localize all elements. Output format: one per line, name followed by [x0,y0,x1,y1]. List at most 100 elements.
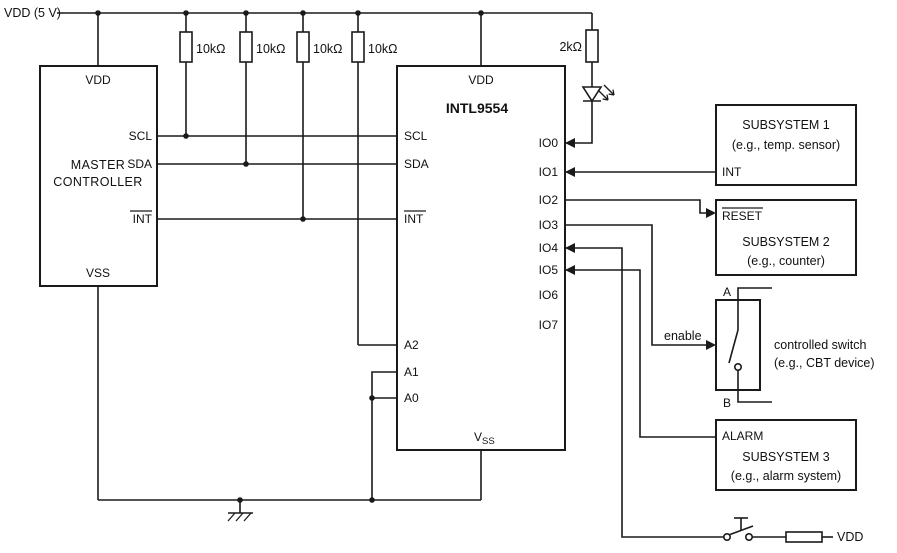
expander-pin-sda: SDA [404,157,429,171]
master-pin-sda: SDA [127,157,152,171]
io0-wire [565,101,593,144]
master-name-line1: MASTER [71,158,126,172]
io4-arrowhead [565,243,575,253]
expander-pin-a2: A2 [404,338,419,352]
expander-pin-io0: IO0 [539,136,559,150]
a1-ground-wire [371,371,397,500]
master-pin-vdd: VDD [85,73,111,87]
subsystem3-desc: (e.g., alarm system) [731,469,841,483]
expander-pin-io1: IO1 [539,165,559,179]
io0-arrowhead [565,138,575,148]
resistor-r1 [179,31,193,63]
expander-pin-scl: SCL [404,129,428,143]
switch-terminal-b-label: B [723,396,731,410]
button-blade [729,525,754,536]
resistor-r4 [351,31,365,63]
controlled-switch-desc: (e.g., CBT device) [774,356,875,370]
switch-contact [733,362,742,371]
expander-pin-a0: A0 [404,391,419,405]
expander-pin-io5: IO5 [539,263,559,277]
pullup-resistor-r2: 10kΩ [239,13,286,167]
subsystem2-name: SUBSYSTEM 2 [742,235,830,249]
expander-pin-vdd: VDD [468,73,494,87]
controlled-switch-name: controlled switch [774,338,866,352]
ground-symbol-hatch [235,512,244,522]
io4-wire [565,247,724,538]
led-emission-arrow-2-head [612,89,615,96]
subsystem3-name: SUBSYSTEM 3 [742,450,830,464]
io-expander-box [396,65,566,451]
junction-dot [300,216,306,222]
vdd-rail-label: VDD (5 V) [4,6,61,20]
reset-arrowhead [706,208,716,218]
resistor-r3 [296,31,310,63]
button-vdd-label: VDD [837,530,863,544]
expander-pin-int: INT [404,212,424,226]
led-emission-arrow-1 [597,89,609,101]
expander-pin-io7: IO7 [539,318,559,332]
switch-blade [728,329,739,364]
pullup-resistor-r1: 10kΩ [179,13,226,139]
subsystem3-block: ALARM SUBSYSTEM 3 (e.g., alarm system) [565,265,857,491]
junction-dot [243,161,249,167]
pullup-resistor-r3: 10kΩ [296,13,343,222]
expander-name: INTL9554 [446,100,508,116]
led-emission-arrow-2-head [608,93,615,96]
r1-value-label: 10kΩ [196,42,226,56]
io1-arrowhead [565,167,575,177]
pullup-resistor-r4: 10kΩ [351,13,398,346]
controlled-switch-block: enable A B controlled switch (e.g., CBT … [565,224,875,410]
io-expander-block: VDD INTL9554 SCL SDA INT A2 A1 A0 IO0 IO… [396,13,566,500]
pushbutton-branch: VDD [565,243,863,544]
io5-wire [565,269,716,438]
enable-label: enable [664,329,702,343]
resistor-r2 [239,31,253,63]
switch-terminal-b-wire [737,370,772,403]
enable-arrowhead [706,340,716,350]
ground-symbol-hatch [227,512,236,522]
subsystem2-pin-reset: RESET [722,209,763,223]
button-contact-right [744,532,753,541]
master-controller-block: VDD MASTER CONTROLLER SCL SDA INT VSS [39,13,158,500]
subsystem2-block: RESET SUBSYSTEM 2 (e.g., counter) [565,199,857,276]
subsystem1-box [715,104,857,186]
subsystem2-box [715,199,857,276]
r2-value-label: 10kΩ [256,42,286,56]
led-emission-arrow-2 [603,84,615,96]
subsystem3-pin-alarm: ALARM [722,429,763,443]
master-pin-scl: SCL [129,129,153,143]
junction-dot [183,133,189,139]
led-emission-arrow-1-head [602,98,609,101]
r5-value-label: 2kΩ [559,40,582,54]
master-controller-box [39,65,158,287]
ground-symbol-hatch [243,512,252,522]
subsystem1-block: SUBSYSTEM 1 (e.g., temp. sensor) INT [565,104,857,186]
led-triangle [581,86,603,103]
expander-pin-io2: IO2 [539,193,559,207]
io5-arrowhead [565,265,575,275]
junction-dot [369,497,375,503]
master-pin-int: INT [133,212,153,226]
master-name-line2: CONTROLLER [53,175,142,189]
subsystem1-desc: (e.g., temp. sensor) [732,138,840,152]
switch-terminal-a-wire [737,287,772,330]
resistor-r5 [585,29,599,63]
master-pin-vss: VSS [86,266,110,280]
subsystem2-desc: (e.g., counter) [747,254,825,268]
r4-value-label: 10kΩ [368,42,398,56]
button-contact-left [722,532,731,541]
bus-wires [157,135,397,220]
r3-value-label: 10kΩ [313,42,343,56]
expander-pin-io3: IO3 [539,218,559,232]
ground-net [98,371,481,522]
led-emission-arrow-1-head [606,94,609,101]
expander-pin-io4: IO4 [539,241,559,255]
power-rail: VDD (5 V) [4,6,592,20]
expander-pin-vss: VSS [474,430,495,447]
switch-terminal-a-label: A [723,285,731,299]
subsystem3-box [715,419,857,491]
expander-pin-a1: A1 [404,365,419,379]
io2-wire [565,199,708,214]
